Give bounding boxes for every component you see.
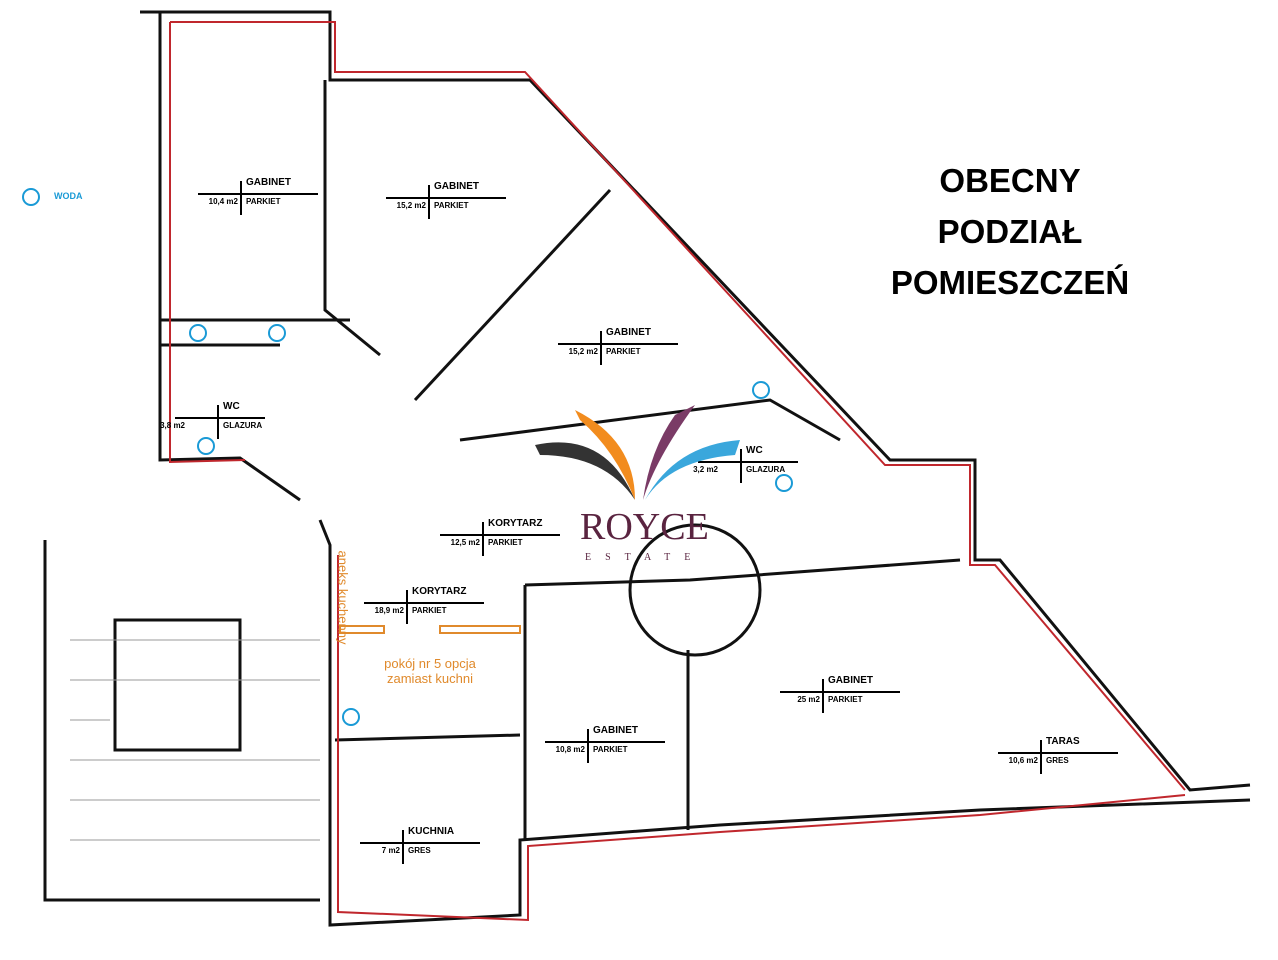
logo-wings-icon [535, 405, 740, 500]
water-point-icon [342, 708, 360, 726]
water-point-icon [268, 324, 286, 342]
royce-estate-logo: ROYCE ESTATE [535, 400, 745, 575]
outer-wall-bottom [318, 519, 1251, 927]
water-legend-label: WODA [54, 191, 83, 201]
logo-sub: ESTATE [585, 552, 705, 563]
water-point-icon [752, 381, 770, 399]
water-point-icon [197, 437, 215, 455]
water-point-icon [22, 188, 40, 206]
kitchenette-note: aneks kuchenny [335, 550, 351, 645]
red-outline [170, 21, 1186, 791]
outer-wall [140, 10, 1251, 792]
note-line: zamiast kuchni [387, 671, 473, 686]
title-line: PODZIAŁ [937, 213, 1083, 250]
plan-title: OBECNY PODZIAŁ POMIESZCZEŃ [880, 155, 1140, 308]
title-line: POMIESZCZEŃ [890, 264, 1130, 301]
left-wall [158, 12, 301, 502]
title-line: OBECNY [939, 162, 1081, 199]
note-line: pokój nr 5 opcja [384, 656, 476, 671]
water-point-icon [189, 324, 207, 342]
water-point-icon [775, 474, 793, 492]
logo-name: ROYCE [580, 506, 709, 548]
room-option-note: pokój nr 5 opcja zamiast kuchni [360, 656, 500, 686]
inner-wall [323, 80, 381, 357]
